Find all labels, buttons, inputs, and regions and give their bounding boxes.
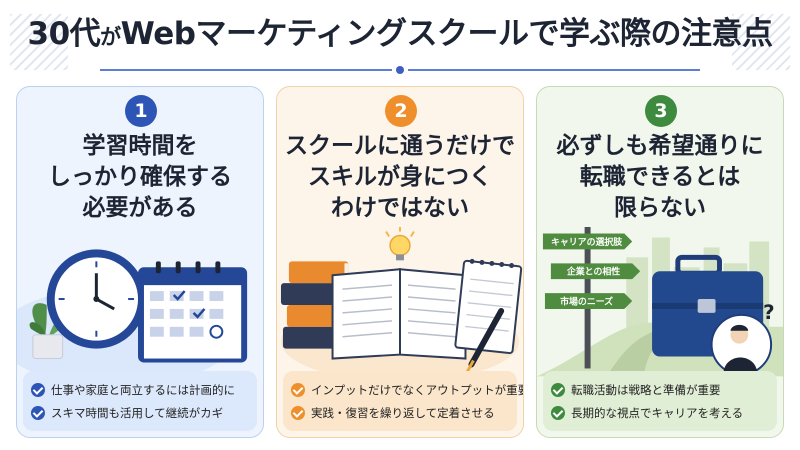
notebook-icon [454, 258, 523, 355]
clock-calendar-illustration [17, 249, 248, 377]
card-3-bullet-1: 転職活動は戦略と準備が重要 [551, 378, 769, 401]
calendar-icon [138, 261, 248, 363]
bullet-text: スキマ時間も活用して継続がカギ [51, 405, 224, 420]
title-divider-left [100, 69, 392, 71]
card-3-bullets: 転職活動は戦略と準備が重要 長期的な視点でキャリアを考える [543, 371, 777, 431]
title-divider-right [408, 69, 700, 71]
sign-label-3: 市場のニーズ [560, 295, 613, 307]
card-2-heading-line-3: わけではない [331, 195, 469, 221]
card-1-bullet-1: 仕事や家庭と両立するには計画的に [31, 378, 249, 401]
open-book-icon [331, 268, 467, 360]
check-icon [551, 405, 565, 420]
card-1-heading-line-3: 必要がある [82, 195, 198, 221]
card-1-bullets: 仕事や家庭と両立するには計画的に スキマ時間も活用して継続がカギ [23, 371, 257, 431]
card-1-number-badge: 1 [125, 95, 157, 127]
card-3-number-badge: 3 [645, 95, 677, 127]
bullet-text: 転職活動は戦略と準備が重要 [571, 382, 721, 397]
lightbulb-icon [385, 227, 415, 261]
card-3-heading-line-2: 転職できるとは [579, 164, 741, 190]
pen-icon [466, 307, 505, 373]
title-divider-dot [396, 66, 404, 74]
clock-icon [46, 249, 146, 349]
card-2-heading-line-1: スクールに通うだけで [285, 133, 515, 159]
sign-label-2: 企業との相性 [566, 266, 620, 278]
card-1-heading-line-1: 学習時間を [82, 133, 198, 159]
card-3-bullet-2: 長期的な視点でキャリアを考える [551, 401, 769, 424]
page-title: 30代がWebマーケティングスクールで学ぶ際の注意点 [0, 12, 800, 59]
card-1-heading: 学習時間を しっかり確保する 必要がある [17, 131, 263, 224]
bullet-text: インプットだけでなくアウトプットが重要 [311, 382, 524, 397]
decorative-hatch-left [10, 14, 68, 70]
card-2-bullet-1: インプットだけでなくアウトプットが重要 [291, 378, 523, 401]
sign-label-1: キャリアの選択肢 [551, 236, 623, 248]
check-icon [291, 382, 305, 397]
career-signpost-illustration: キャリアの選択肢 企業との相性 市場のニーズ ? [537, 227, 783, 377]
plant-icon [29, 303, 70, 360]
bullet-text: 実践・復習を繰り返して定着させる [311, 405, 495, 420]
card-1-bullet-2: スキマ時間も活用して継続がカギ [31, 401, 249, 424]
card-3-heading-line-3: 限らない [614, 195, 706, 221]
bullet-text: 長期的な視点でキャリアを考える [571, 405, 744, 420]
card-3-heading-line-1: 必ずしも希望通りに [556, 133, 764, 159]
card-2-bullets: インプットだけでなくアウトプットが重要 実践・復習を繰り返して定着させる [283, 371, 523, 431]
check-icon [31, 405, 45, 420]
check-icon [31, 382, 45, 397]
title-part-1: 30代 [27, 16, 101, 52]
card-2: 2 スクールに通うだけで スキルが身につく わけではない [276, 86, 524, 438]
card-2-heading-line-2: スキルが身につく [308, 164, 492, 190]
check-icon [551, 382, 565, 397]
books-notebook-illustration [280, 227, 523, 377]
card-3: 3 必ずしも希望通りに 転職できるとは 限らない キャリアの選択肢 企業との相性… [536, 86, 784, 438]
signpost-icon: キャリアの選択肢 企業との相性 市場のニーズ [542, 227, 641, 369]
decorative-hatch-right [732, 14, 790, 70]
card-3-heading: 必ずしも希望通りに 転職できるとは 限らない [537, 131, 783, 224]
title-part-3: Webマーケティングスクールで学ぶ際の注意点 [120, 16, 773, 52]
bullet-text: 仕事や家庭と両立するには計画的に [51, 382, 235, 397]
card-2-number-badge: 2 [385, 95, 417, 127]
card-2-bullet-2: 実践・復習を繰り返して定着させる [291, 401, 509, 424]
check-icon [291, 405, 305, 420]
card-2-heading: スクールに通うだけで スキルが身につく わけではない [277, 131, 523, 224]
svg-text:?: ? [763, 301, 775, 324]
card-1-heading-line-2: しっかり確保する [48, 164, 232, 190]
card-1: 1 学習時間を しっかり確保する 必要がある [16, 86, 264, 438]
title-part-2: が [100, 25, 121, 49]
